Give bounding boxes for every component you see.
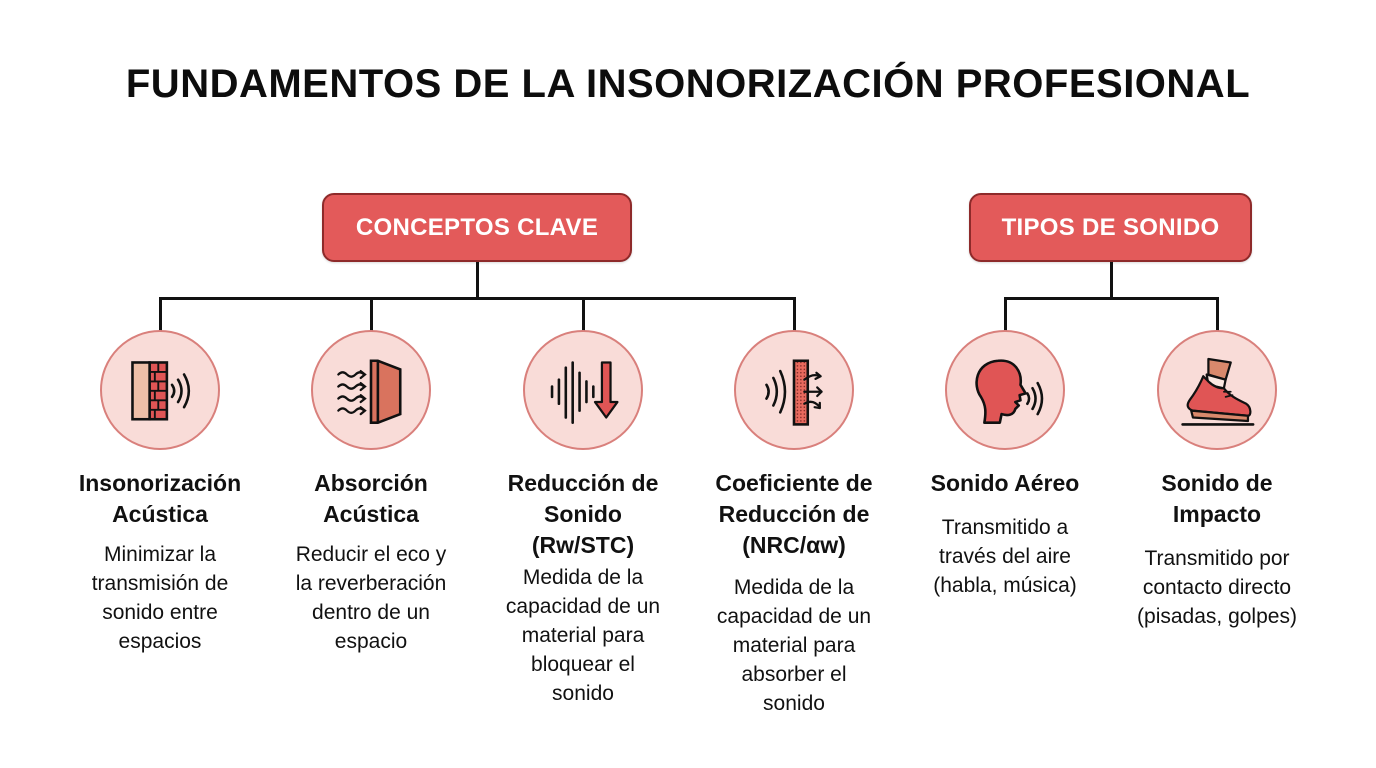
connector-line [793, 297, 796, 331]
description-line: dentro de un [312, 601, 430, 624]
connector-line [582, 297, 585, 331]
node-heading: Sonido de Impacto [1117, 468, 1317, 530]
node-description: Medida de la capacidad de un material pa… [694, 573, 894, 718]
category-box-conceptos-clave: CONCEPTOS CLAVE [322, 193, 632, 262]
node-heading: Absorción Acústica [271, 468, 471, 530]
node-circle-absorcion [311, 330, 431, 450]
description-line: Medida de la [522, 566, 644, 589]
node-sonido-de-impacto: Sonido de Impacto Transmitido por contac… [1117, 468, 1317, 631]
node-circle-sonido-aereo [945, 330, 1065, 450]
node-description: Minimizar la transmisión de sonido entre… [60, 540, 260, 656]
description-line: Transmitido por [1144, 547, 1290, 570]
description-line: la reverberación [295, 572, 447, 595]
node-heading: Insonorización Acústica [60, 468, 260, 530]
connector-line [1216, 297, 1219, 331]
description-line: capacidad de un [505, 595, 661, 618]
heading-line: Sonido Aéreo [930, 470, 1080, 496]
description-line: Reducir el eco y [295, 543, 447, 566]
description-line: material para [521, 624, 645, 647]
description-line: Minimizar la [103, 543, 216, 566]
connector-line [1110, 262, 1113, 298]
node-heading: Sonido Aéreo [905, 468, 1105, 499]
heading-line: Acústica [112, 501, 208, 527]
connector-line [159, 297, 162, 331]
heading-line: Sonido [544, 501, 622, 527]
node-circle-coeficiente [734, 330, 854, 450]
wavy-arrows-panel-icon [337, 359, 402, 424]
connector-line [1004, 297, 1219, 300]
heading-line: Reducción de [718, 501, 870, 527]
description-line: través del aire [939, 545, 1071, 568]
node-sonido-aereo: Sonido Aéreo Transmitido a través del ai… [905, 468, 1105, 600]
description-line: capacidad de un [716, 605, 872, 628]
category-label: CONCEPTOS CLAVE [355, 213, 599, 241]
node-absorcion-acustica: Absorción Acústica Reducir el eco y la r… [271, 468, 471, 656]
description-line: contacto directo [1142, 576, 1292, 599]
heading-line: Reducción de [507, 470, 659, 496]
node-description: Medida de la capacidad de un material pa… [483, 563, 683, 708]
heading-line: Coeficiente de [715, 470, 873, 496]
heading-line: (NRC/αw) [742, 532, 846, 558]
description-line: Medida de la [733, 576, 855, 599]
node-circle-insonorizacion [100, 330, 220, 450]
heading-line: Acústica [323, 501, 419, 527]
heading-line: Sonido de [1161, 470, 1273, 496]
description-line: espacio [334, 630, 408, 653]
brick-wall-sound-waves-icon [131, 361, 191, 421]
description-line: absorber el [741, 663, 847, 686]
node-description: Reducir el eco y la reverberación dentro… [271, 540, 471, 656]
description-line: material para [732, 634, 856, 657]
description-line: sonido [763, 692, 825, 715]
node-circle-sonido-impacto [1157, 330, 1277, 450]
description-line: transmisión de [91, 572, 229, 595]
footstep-shoe-icon [1181, 357, 1255, 426]
connector-line [370, 297, 373, 331]
category-label: TIPOS DE SONIDO [1001, 213, 1220, 241]
node-circle-reduccion [523, 330, 643, 450]
description-line: Transmitido a [941, 516, 1069, 539]
node-heading: Coeficiente de Reducción de (NRC/αw) [694, 468, 894, 561]
node-coeficiente-de-reduccion: Coeficiente de Reducción de (NRC/αw) Med… [694, 468, 894, 718]
heading-line: Absorción [314, 470, 428, 496]
node-reduccion-de-sonido: Reducción de Sonido (Rw/STC) Medida de l… [483, 468, 683, 708]
description-line: (habla, música) [933, 574, 1077, 597]
description-line: sonido [552, 682, 614, 705]
speaking-head-icon [975, 359, 1044, 424]
node-description: Transmitido por contacto directo (pisada… [1117, 544, 1317, 631]
heading-line: Impacto [1172, 501, 1262, 527]
heading-line: (Rw/STC) [531, 532, 635, 558]
sound-wave-down-arrow-icon [550, 361, 619, 424]
connector-line [476, 262, 479, 298]
node-description: Transmitido a través del aire (habla, mú… [905, 513, 1105, 600]
page-title: FUNDAMENTOS DE LA INSONORIZACIÓN PROFESI… [125, 62, 1251, 106]
category-box-tipos-de-sonido: TIPOS DE SONIDO [969, 193, 1252, 262]
heading-line: Insonorización [78, 470, 242, 496]
node-heading: Reducción de Sonido (Rw/STC) [483, 468, 683, 561]
description-line: bloquear el [531, 653, 635, 676]
description-line: espacios [118, 630, 202, 653]
description-line: (pisadas, golpes) [1137, 605, 1297, 628]
node-insonorizacion-acustica: Insonorización Acústica Minimizar la tra… [60, 468, 260, 656]
description-line: sonido entre [102, 601, 218, 624]
connector-line [1004, 297, 1007, 331]
porous-panel-absorption-icon [765, 359, 823, 426]
connector-line [159, 297, 796, 300]
